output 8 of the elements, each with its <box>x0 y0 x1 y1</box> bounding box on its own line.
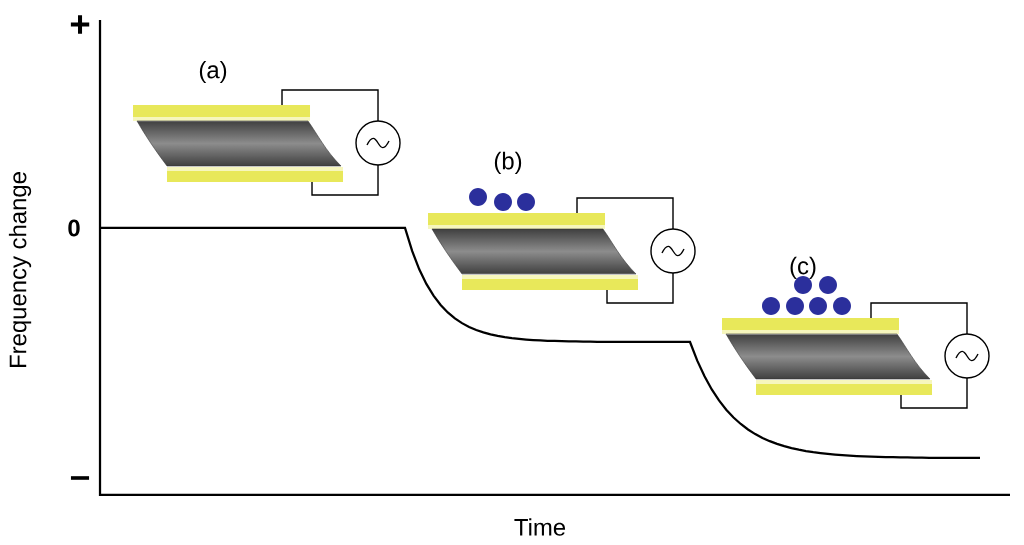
axis-title: Frequency change <box>8 172 32 367</box>
panel-label: (b) <box>494 151 522 175</box>
axis-title: Time <box>514 518 566 536</box>
axis-sign: + <box>70 15 90 34</box>
panel-label: (a) <box>199 60 227 84</box>
panel-label: (c) <box>790 256 816 280</box>
axis-tick-label: 0 <box>68 219 80 237</box>
axis-sign: – <box>70 476 90 480</box>
